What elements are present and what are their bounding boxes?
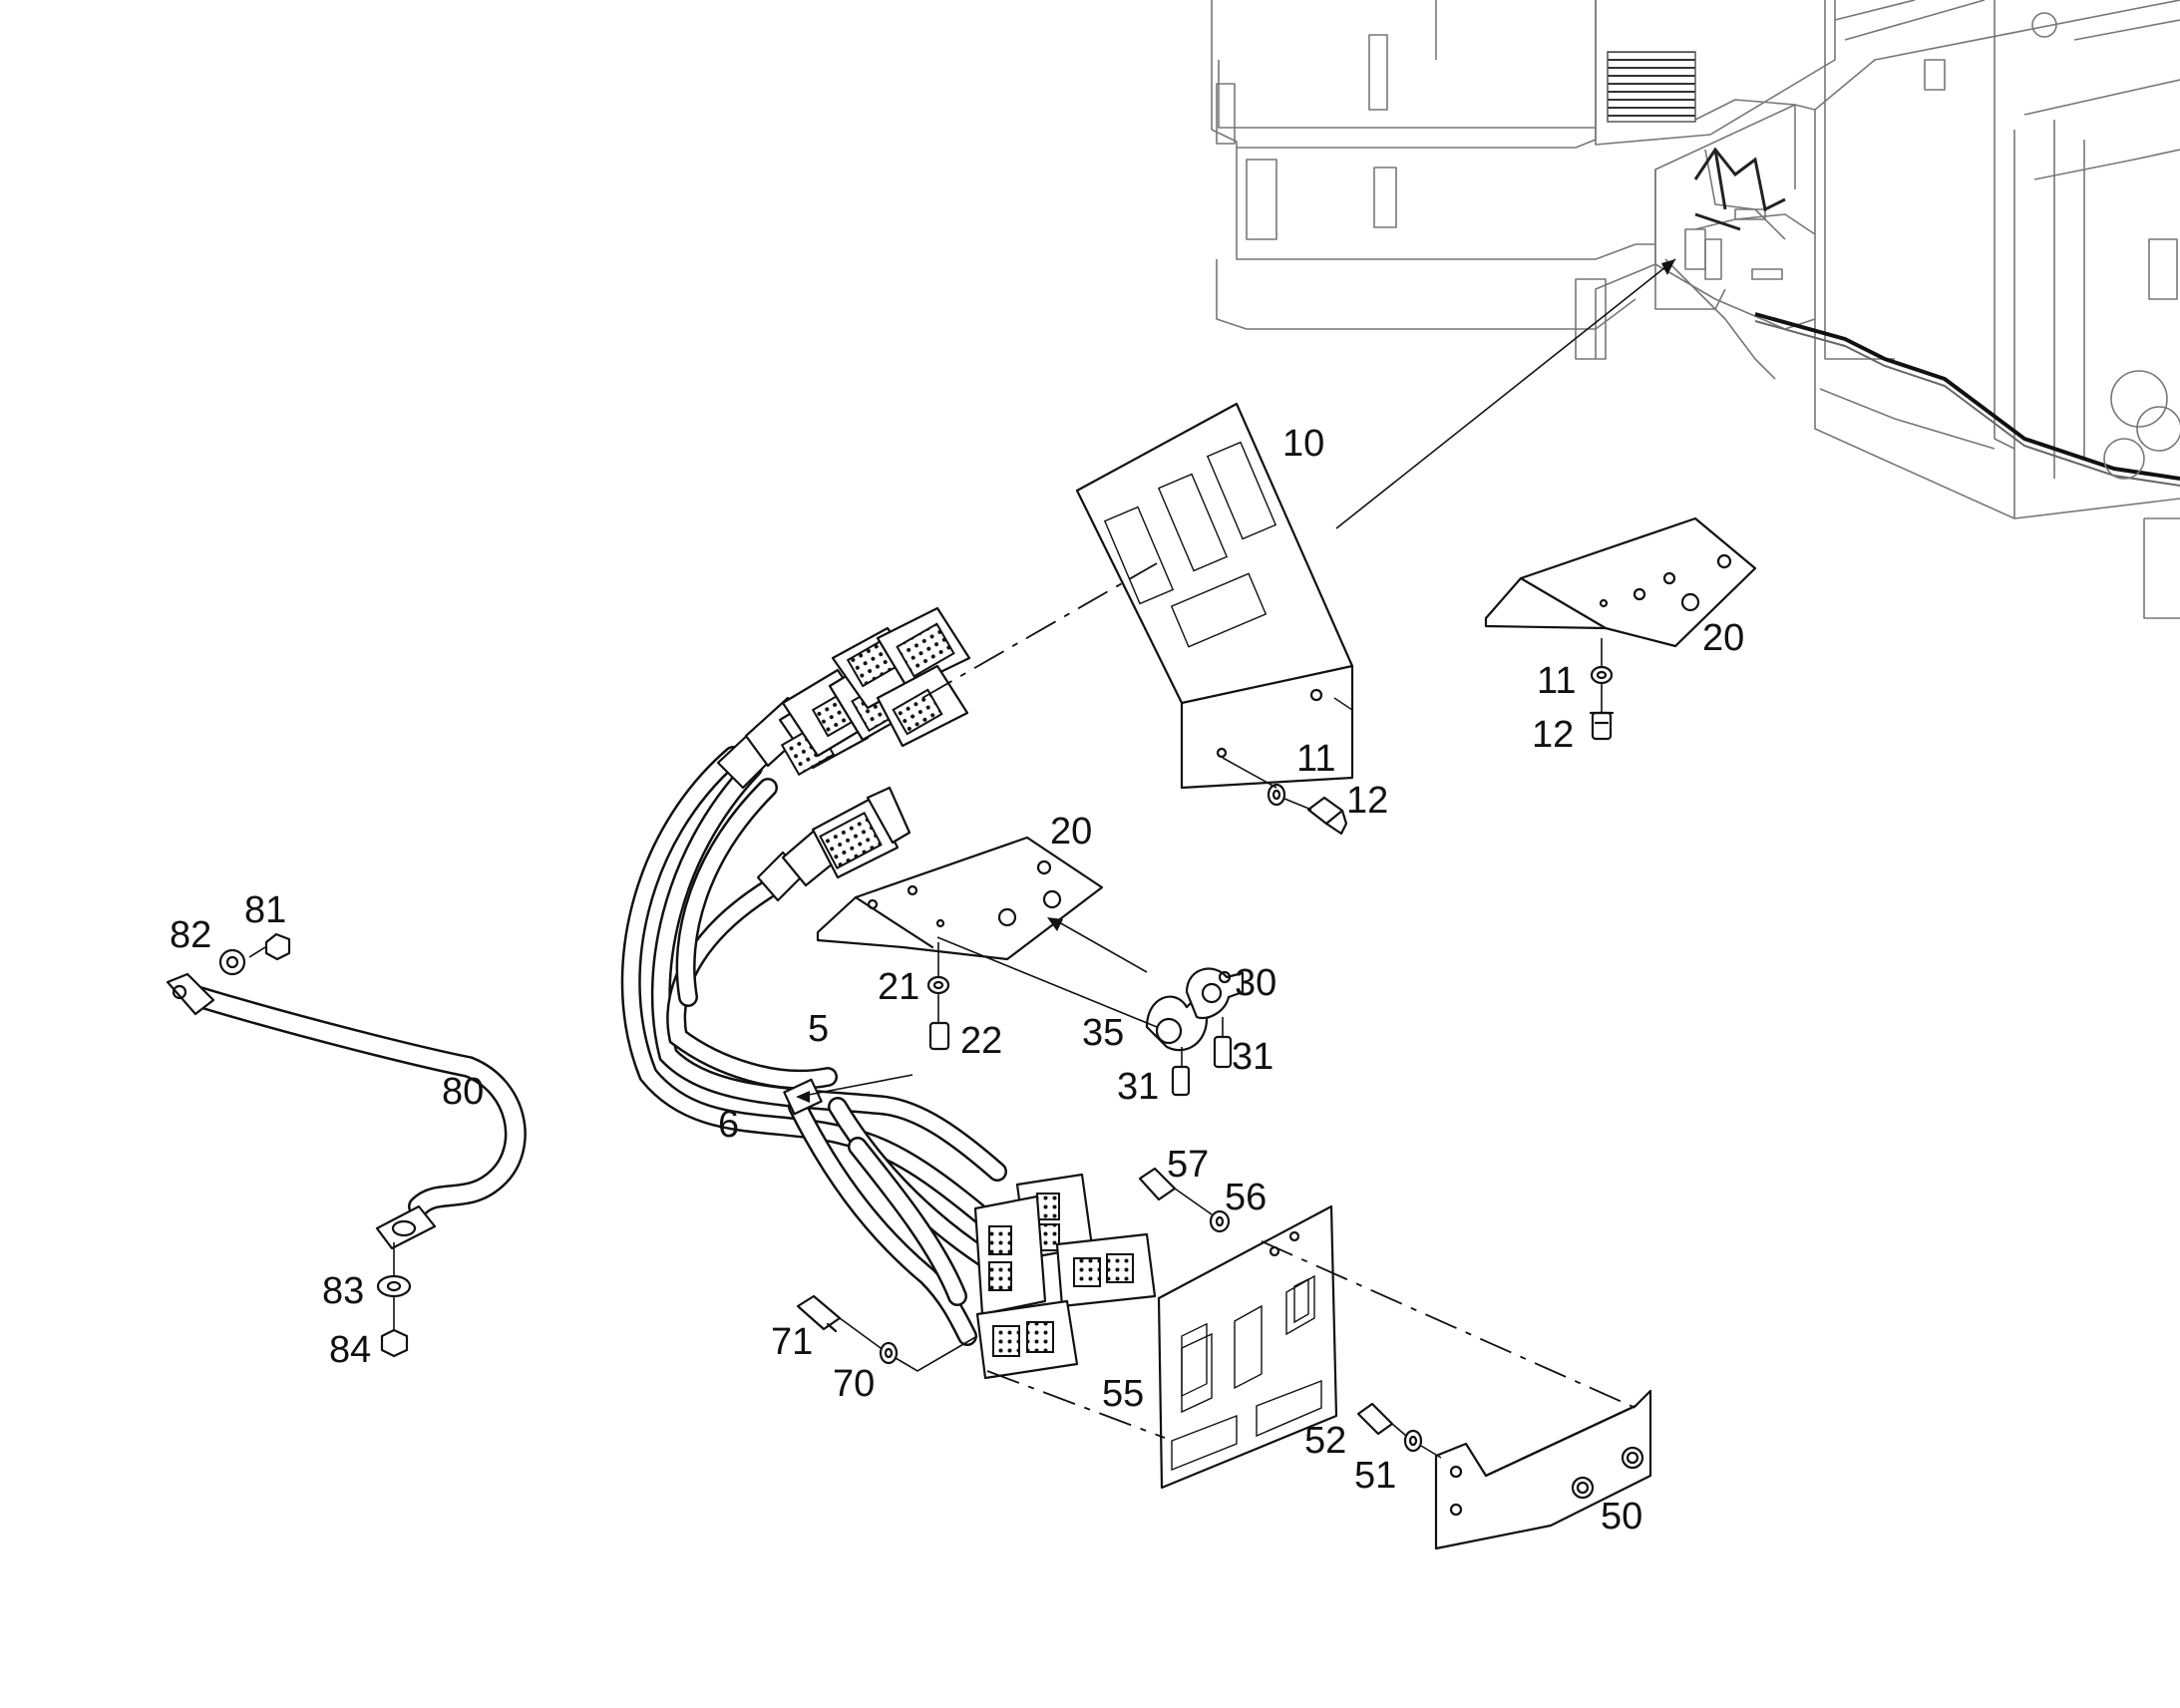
callout-71: 71: [771, 1321, 813, 1363]
callout-22: 22: [960, 1020, 1002, 1062]
callout-30: 30: [1235, 962, 1276, 1004]
callout-11-right: 11: [1537, 660, 1576, 702]
callout-70: 70: [833, 1363, 875, 1405]
callout-52: 52: [1304, 1420, 1346, 1462]
lower-connectors: [973, 1173, 1157, 1380]
ground-cable-80: [166, 932, 527, 1358]
callout-21: 21: [878, 966, 919, 1008]
callout-31-right: 31: [1232, 1036, 1273, 1078]
callout-55: 55: [1102, 1373, 1144, 1415]
part-20-bracket-right: [1484, 516, 1757, 648]
callout-56: 56: [1225, 1177, 1267, 1218]
callout-81: 81: [244, 889, 286, 931]
clamps-30-35: [1145, 967, 1245, 1052]
callout-labels: 10 20 11 12 11 12 20 21 22 30 35 31 31 5…: [170, 423, 1744, 1537]
callout-20-right: 20: [1702, 617, 1744, 659]
part-55-connector-plate: [1157, 1204, 1338, 1490]
upper-connectors: [716, 606, 971, 902]
part-50-bracket: [1434, 1389, 1652, 1550]
cable-harness-5-6: [620, 746, 1007, 1346]
callout-57: 57: [1167, 1144, 1209, 1186]
callout-12-right: 12: [1532, 714, 1574, 756]
callout-84: 84: [329, 1329, 371, 1371]
callout-6: 6: [718, 1104, 739, 1146]
callout-50: 50: [1601, 1496, 1642, 1537]
callout-20: 20: [1050, 811, 1092, 853]
part-10-bracket-plate: [1075, 402, 1354, 790]
callout-5: 5: [808, 1008, 829, 1050]
callout-11: 11: [1296, 738, 1335, 780]
fasteners: [796, 665, 1615, 1453]
callout-82: 82: [170, 914, 211, 956]
callout-31-left: 31: [1117, 1066, 1159, 1108]
callout-51: 51: [1354, 1455, 1396, 1497]
leader-lines: [796, 258, 1676, 1459]
callout-35: 35: [1082, 1012, 1124, 1054]
callout-10: 10: [1282, 423, 1324, 465]
callout-83: 83: [322, 1270, 364, 1312]
callout-12: 12: [1346, 780, 1388, 822]
callout-80: 80: [442, 1071, 484, 1113]
machine-background: [1211, 0, 2180, 619]
